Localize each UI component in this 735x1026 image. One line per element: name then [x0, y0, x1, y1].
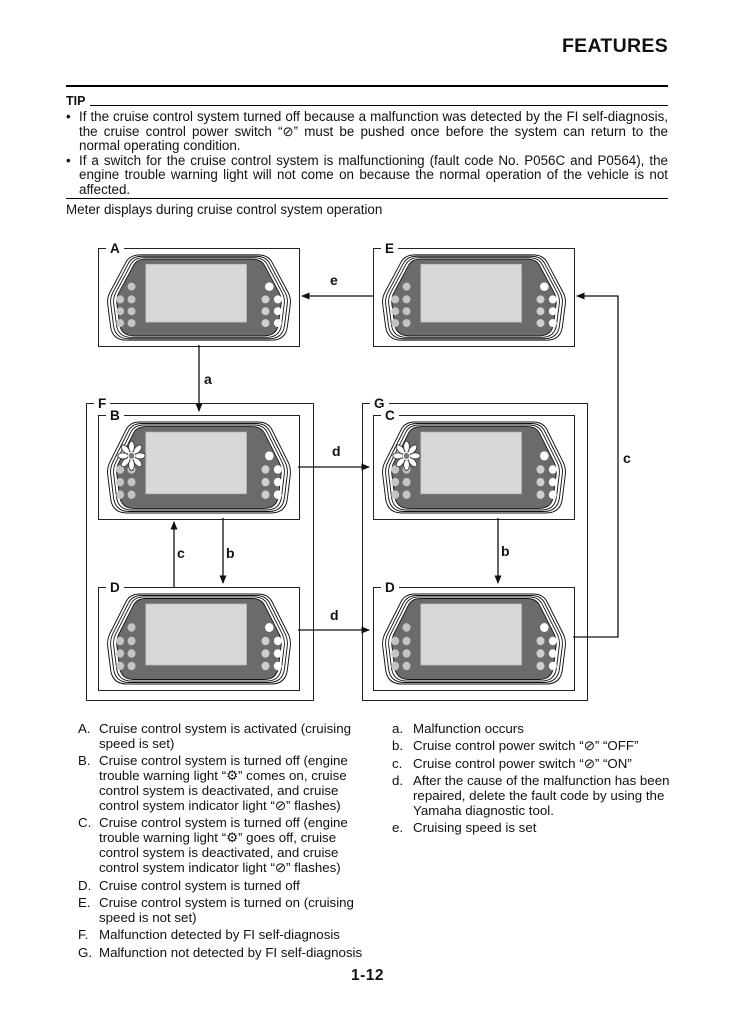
legend-text: After the cause of the malfunction has b… — [413, 773, 670, 819]
box-label-E: E — [381, 240, 399, 257]
legend-key: c. — [392, 755, 403, 771]
page-number: 1-12 — [350, 967, 385, 984]
legend-item-F: F. Malfunction detected by FI self-diagno… — [78, 927, 372, 943]
header-rule — [66, 85, 668, 87]
arrow-label-c-left: c — [177, 545, 185, 561]
legend-item-C: C. Cruise control system is turned off (e… — [78, 816, 372, 876]
legend-key: a. — [392, 721, 404, 736]
legend-text: Cruise control power switch “⊘” “ON” — [413, 755, 632, 771]
arrow-label-d-top: d — [332, 443, 341, 459]
page-header-title: FEATURES — [561, 35, 668, 57]
legend-key: F. — [78, 927, 89, 943]
legend-text: Malfunction not detected by FI self-diag… — [99, 944, 363, 960]
legend-item-c: c. Cruise control power switch “⊘” “ON” — [392, 755, 676, 772]
box-label-C: C — [381, 407, 399, 424]
meter-illustration — [107, 593, 291, 685]
tip-bullet-1: • If the cruise control system turned of… — [66, 109, 668, 154]
section-rule — [66, 198, 668, 199]
flashing-warning-light-icon — [392, 440, 421, 472]
tip-rule — [90, 105, 668, 106]
tip-label: TIP — [66, 94, 86, 108]
legend-key: C. — [78, 815, 92, 831]
legend-text: Cruise control system is turned on (crui… — [99, 894, 354, 925]
legend-key: B. — [78, 753, 91, 769]
diagram-box-E: E — [373, 240, 575, 347]
arrow-label-a: a — [204, 371, 212, 387]
tip-bullet-2: • If a switch for the cruise control sys… — [66, 152, 668, 198]
tip-bullet-2-text: If a switch for the cruise control syste… — [79, 152, 668, 197]
legend-item-A: A. Cruise control system is activated (cr… — [78, 721, 372, 752]
bullet-marker: • — [66, 152, 71, 168]
meter-illustration — [382, 593, 566, 685]
arrow-label-c-right: c — [623, 450, 631, 466]
arrow-label-b-right: b — [501, 543, 510, 559]
box-label-D: D — [381, 579, 399, 596]
tip-bullet-1-text: If the cruise control system turned off … — [79, 109, 668, 154]
legend-key: A. — [78, 721, 91, 736]
flashing-warning-light-icon — [117, 440, 146, 472]
box-label-D: D — [106, 579, 124, 596]
legend-text: Cruise control power switch “⊘” “OFF” — [413, 738, 639, 754]
legend-key: D. — [78, 877, 92, 893]
meter-illustration — [107, 421, 291, 514]
legend-text: Cruise control system is turned off — [99, 877, 300, 893]
legend-key: b. — [392, 738, 404, 754]
legend-item-B: B. Cruise control system is turned off (e… — [78, 753, 372, 814]
diagram-box-C: C — [373, 407, 575, 520]
diagram-box-D-right: D — [373, 579, 575, 691]
meter-illustration — [382, 421, 566, 514]
legend-item-D: D. Cruise control system is turned off — [78, 877, 372, 894]
diagram-box-B: B — [98, 407, 300, 520]
legend-key: d. — [392, 773, 404, 789]
legend-item-d: d. After the cause of the malfunction has… — [392, 773, 676, 819]
diagram-caption: Meter displays during cruise control sys… — [66, 202, 383, 217]
legend-item-E: E. Cruise control system is turned on (cr… — [78, 894, 372, 926]
arrow-label-e: e — [330, 272, 338, 288]
legend-item-G: G. Malfunction not detected by FI self-di… — [78, 944, 372, 961]
legend-item-b: b. Cruise control power switch “⊘” “OFF” — [392, 739, 676, 754]
legend-transitions-list: a. Malfunction occurs b. Cruise control po… — [392, 721, 676, 839]
legend-item-e: e. Cruising speed is set — [392, 821, 676, 836]
legend-key: e. — [392, 820, 404, 836]
legend-key: G. — [78, 944, 93, 960]
arrow-label-b-left: b — [226, 545, 235, 561]
legend-text: Cruise control system is activated (crui… — [99, 721, 351, 751]
legend-text: Malfunction occurs — [413, 721, 524, 736]
arrow-label-d-bottom: d — [330, 607, 339, 623]
meter-illustration — [382, 254, 566, 341]
legend-key: E. — [78, 894, 91, 910]
diagram-box-D-left: D — [98, 579, 300, 691]
meter-illustration — [107, 254, 291, 341]
bullet-marker: • — [66, 109, 71, 124]
diagram-box-A: A — [98, 240, 300, 347]
box-label-A: A — [106, 240, 124, 257]
legend-item-a: a. Malfunction occurs — [392, 721, 676, 737]
tip-note-list: • If the cruise control system turned of… — [66, 109, 668, 198]
legend-states-list: A. Cruise control system is activated (cr… — [78, 721, 372, 963]
legend-text: Malfunction detected by FI self-diagnosi… — [99, 927, 340, 943]
legend-text: Cruising speed is set — [413, 820, 537, 836]
box-label-B: B — [106, 407, 124, 424]
legend-text: Cruise control system is turned off (eng… — [99, 815, 348, 876]
legend-text: Cruise control system is turned off (eng… — [99, 753, 348, 814]
